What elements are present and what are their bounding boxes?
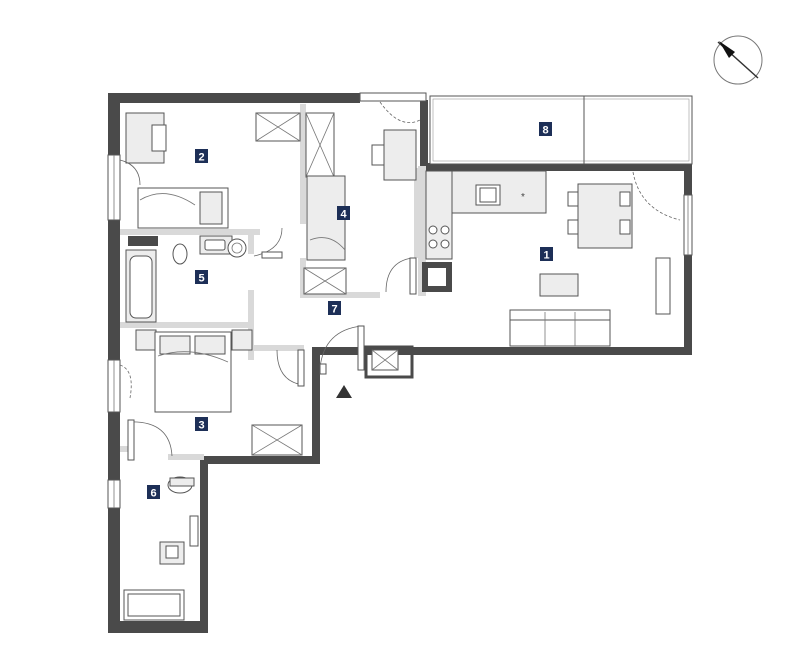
bathroom-6-fixtures bbox=[123, 419, 199, 621]
balcony bbox=[429, 95, 693, 165]
room-badge-7: 7 bbox=[328, 301, 341, 316]
room-badge-3: 3 bbox=[195, 417, 208, 432]
compass-icon bbox=[713, 35, 763, 85]
svg-text:6: 6 bbox=[150, 488, 156, 500]
interior-walls bbox=[120, 104, 426, 460]
room-badge-1: 1 bbox=[540, 247, 553, 262]
room-badge-8: 8 bbox=[539, 122, 552, 137]
stove-icon bbox=[428, 225, 450, 249]
room-badge-6: 6 bbox=[147, 485, 160, 500]
windows bbox=[107, 92, 693, 509]
svg-text:2: 2 bbox=[198, 152, 204, 164]
svg-text:5: 5 bbox=[198, 273, 204, 285]
room-badge-5: 5 bbox=[195, 270, 208, 285]
kitchen-living-1-furniture: * bbox=[422, 170, 681, 347]
room-4-furniture bbox=[305, 101, 421, 295]
svg-text:7: 7 bbox=[331, 304, 337, 316]
corridor-7-fixtures bbox=[303, 267, 414, 379]
svg-text:4: 4 bbox=[340, 209, 347, 221]
svg-text:1: 1 bbox=[543, 250, 549, 262]
room-badge-2: 2 bbox=[195, 149, 208, 164]
svg-text:3: 3 bbox=[198, 420, 204, 432]
bedroom-3-furniture bbox=[119, 329, 305, 456]
svg-text:*: * bbox=[521, 192, 525, 203]
room-badge-4: 4 bbox=[337, 206, 350, 221]
entrance-triangle-icon bbox=[336, 385, 352, 398]
bathroom-5-fixtures bbox=[125, 227, 283, 323]
bedroom-2-furniture bbox=[119, 112, 301, 229]
svg-text:8: 8 bbox=[542, 125, 548, 137]
